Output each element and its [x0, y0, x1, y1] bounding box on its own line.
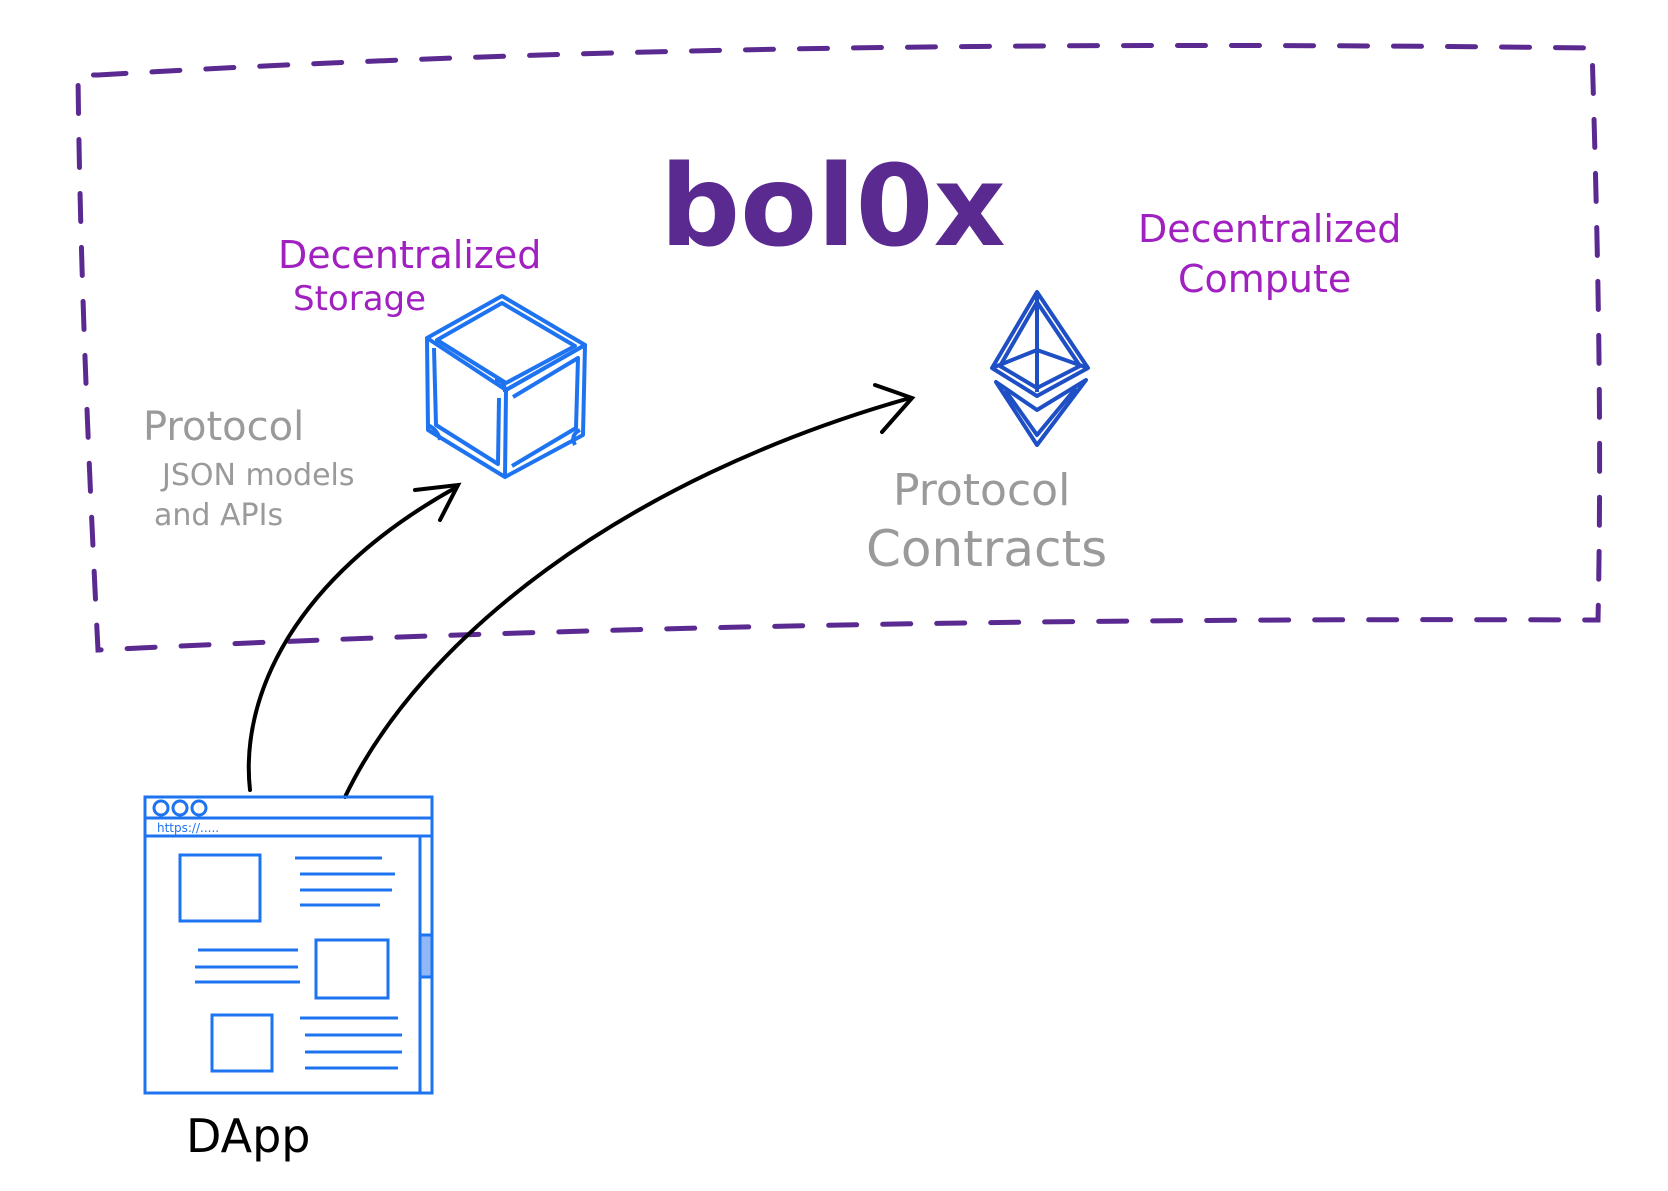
storage-desc-line2: JSON models [160, 458, 355, 493]
ethereum-icon [990, 290, 1090, 447]
dapp-label: DApp [186, 1109, 310, 1163]
compute-label-line2: Compute [1178, 257, 1351, 301]
cube-icon [425, 294, 587, 479]
compute-label-line1: Decentralized [1138, 207, 1401, 251]
browser-url: https://..... [157, 821, 219, 835]
system-title: bol0x [660, 142, 1006, 272]
storage-desc-line3: and APIs [154, 498, 283, 533]
arrow-dapp-to-compute [343, 383, 916, 799]
compute-desc-line2: Contracts [866, 520, 1107, 578]
storage-label-line1: Decentralized [278, 233, 541, 277]
browser-window-icon [143, 795, 434, 1095]
storage-label-line2: Storage [293, 279, 426, 319]
system-boundary [75, 42, 1603, 653]
storage-desc-line1: Protocol [143, 404, 304, 450]
arrow-dapp-to-storage [246, 482, 462, 792]
compute-desc-line1: Protocol [893, 465, 1070, 516]
